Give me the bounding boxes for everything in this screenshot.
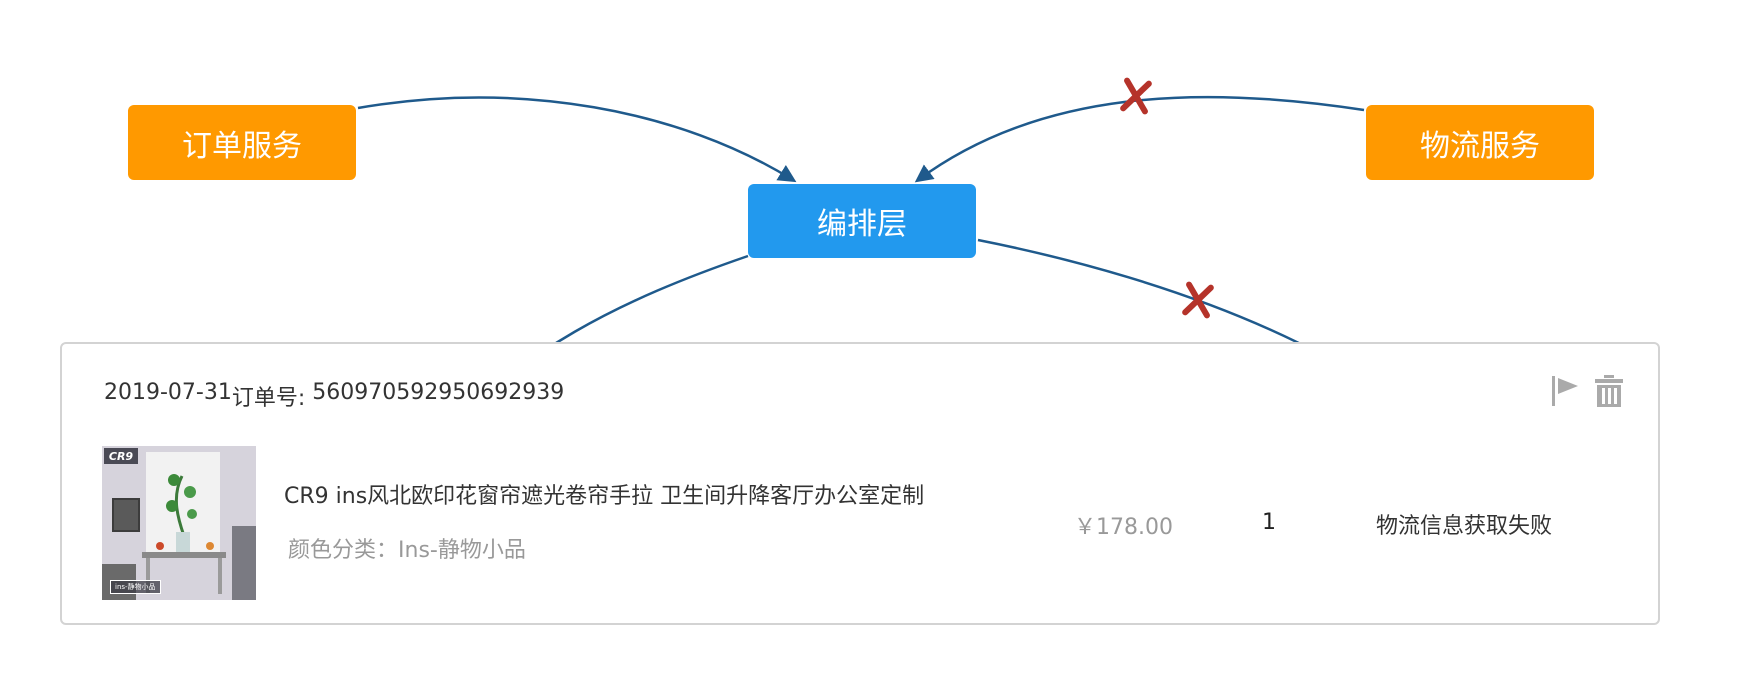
trash-icon[interactable]	[1594, 374, 1624, 408]
order-header: 2019-07-31 订单号: 560970592950692939	[104, 380, 564, 412]
product-title[interactable]: CR9 ins风北欧印花窗帘遮光卷帘手拉 卫生间升降客厅办公室定制	[284, 484, 925, 509]
orchestration-layer-node: 编排层	[748, 184, 976, 258]
thumbnail-logo: CR9	[104, 448, 138, 464]
order-number: 560970592950692939	[312, 380, 565, 405]
order-service-node: 订单服务	[128, 105, 356, 180]
order-card: 2019-07-31 订单号: 560970592950692939	[60, 342, 1660, 625]
thumbnail-tag: ins-静物小品	[110, 580, 161, 594]
sku-value: Ins-静物小品	[398, 538, 526, 563]
flag-icon[interactable]	[1550, 374, 1580, 408]
logistics-status: 物流信息获取失败	[1376, 514, 1553, 539]
order-actions	[1550, 374, 1624, 408]
arrow-order-to-orchestration	[357, 96, 797, 183]
order-date: 2019-07-31	[104, 380, 232, 405]
logistics-service-node: 物流服务	[1366, 105, 1594, 180]
product-price: ￥178.00	[1074, 515, 1173, 540]
sku-label: 颜色分类：	[288, 538, 399, 563]
order-number-label: 订单号:	[231, 386, 313, 411]
product-quantity: 1	[1262, 510, 1276, 535]
product-thumbnail[interactable]: CR9 ins-静物小品	[102, 446, 256, 600]
failure-x-icon	[1182, 281, 1214, 319]
failure-x-icon	[1120, 77, 1152, 115]
arrow-logistics-to-orchestration	[914, 95, 1365, 183]
product-sku: 颜色分类： Ins-静物小品	[288, 532, 526, 564]
